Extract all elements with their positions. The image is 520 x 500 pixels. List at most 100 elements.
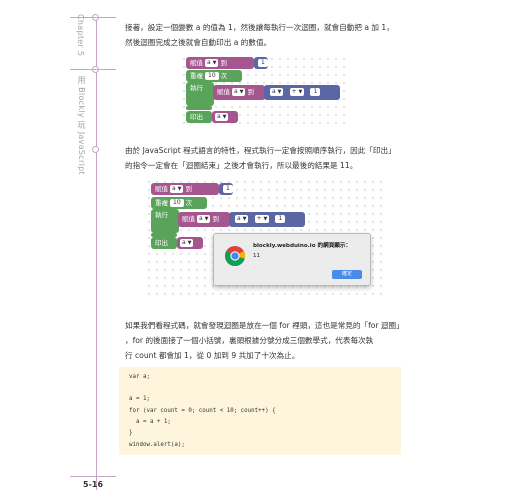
- dropdown-arrow-icon: ▼: [212, 60, 217, 66]
- times-label: 次: [185, 199, 193, 207]
- variable-name: a: [207, 59, 211, 66]
- to-label: 到: [247, 88, 254, 96]
- repeat-count-field[interactable]: 10: [205, 72, 219, 80]
- variable-dropdown[interactable]: a ▼: [197, 215, 211, 223]
- variable-dropdown[interactable]: a ▼: [235, 215, 249, 223]
- repeat-do-section: 執行: [151, 209, 179, 233]
- chapter-title: 用 Blockly 玩 JavaScript: [77, 76, 86, 175]
- code-line: }: [129, 430, 133, 436]
- repeat-label: 重複: [190, 72, 203, 80]
- increment-field[interactable]: 1: [275, 215, 286, 223]
- dropdown-arrow-icon: ▼: [298, 89, 303, 95]
- variable-name: a: [234, 88, 238, 95]
- math-arithmetic-block[interactable]: a ▼ + ▼ 1: [229, 212, 305, 227]
- paragraph-line: 接著，設定一個變數 a 的值為 1，然後讓每執行一次迴圈，就會自動把 a 加 1…: [125, 23, 394, 32]
- repeat-do-section: 執行: [186, 82, 214, 106]
- print-label: 印出: [190, 113, 203, 121]
- print-block[interactable]: 印出: [186, 111, 212, 123]
- paragraph-execution: 由於 JavaScript 程式語言的特性，程式執行一定會按照順序執行，因此「印…: [125, 143, 407, 173]
- paragraph-line: 的指令一定會在「迴圈結束」之後才會執行，所以最後的結果是 11。: [125, 161, 358, 170]
- increment-field[interactable]: 1: [310, 88, 321, 96]
- code-line: window.alert(a);: [129, 442, 185, 448]
- variable-dropdown[interactable]: a ▼: [170, 185, 184, 193]
- assign-label: 賦值: [217, 88, 230, 96]
- paragraph-line: 由於 JavaScript 程式語言的特性，程式執行一定會按照順序執行，因此「印…: [125, 146, 396, 155]
- paragraph-line: 如果我們看程式碼，就會發現迴圈是放在一個 for 裡頭，這也是常見的「for 迴…: [125, 321, 404, 330]
- dropdown-arrow-icon: ▼: [239, 89, 244, 95]
- dropdown-arrow-icon: ▼: [242, 216, 247, 222]
- variable-name: a: [199, 215, 203, 222]
- paragraph-line: ，for 的後面接了一個小括號，裏頭根據分號分成三個數學式，代表每次執: [125, 336, 374, 345]
- to-label: 到: [212, 215, 219, 223]
- dropdown-arrow-icon: ▼: [263, 216, 268, 222]
- paragraph-line: 行 count 都會加 1，從 0 加到 9 共加了十次為止。: [125, 351, 300, 360]
- ok-button[interactable]: 確定: [332, 270, 362, 279]
- number-block[interactable]: 1: [219, 183, 233, 195]
- operator-symbol: +: [256, 215, 262, 222]
- variable-getter-block[interactable]: a ▼: [212, 111, 238, 123]
- page-number: 5-16: [83, 480, 104, 489]
- do-label: 執行: [155, 211, 168, 219]
- number-field[interactable]: 1: [223, 185, 233, 193]
- sidebar-mid-rule: [70, 69, 116, 70]
- repeat-count-field[interactable]: 10: [170, 199, 184, 207]
- paragraph-line: 然後迴圈完成之後就會自動印出 a 的數值。: [125, 38, 272, 47]
- dropdown-arrow-icon: ▼: [204, 216, 209, 222]
- variable-dropdown[interactable]: a ▼: [232, 88, 246, 96]
- to-label: 到: [185, 185, 192, 193]
- dropdown-arrow-icon: ▼: [187, 240, 192, 246]
- variable-name: a: [182, 239, 186, 246]
- operator-symbol: +: [291, 88, 297, 95]
- code-line: for (var count = 0; count < 10; count++)…: [129, 408, 276, 414]
- do-label: 執行: [190, 84, 203, 92]
- repeat-bottom: [151, 233, 177, 237]
- code-line: var a;: [129, 374, 150, 380]
- sidebar-dot: [92, 146, 99, 153]
- chapter-label: Chapter 5: [76, 14, 85, 57]
- math-arithmetic-block[interactable]: a ▼ + ▼ 1: [264, 85, 340, 100]
- dropdown-arrow-icon: ▼: [277, 89, 282, 95]
- dialog-message: 11: [253, 253, 260, 259]
- sidebar-line: [96, 20, 97, 490]
- number-field[interactable]: 1: [258, 59, 268, 67]
- assign-label: 賦值: [155, 185, 168, 193]
- sidebar-top-rule: [70, 17, 116, 18]
- code-listing: var a; a = 1; for (var count = 0; count …: [119, 367, 401, 455]
- variable-dropdown[interactable]: a ▼: [270, 88, 284, 96]
- code-line: a = a + 1;: [129, 419, 171, 425]
- dropdown-arrow-icon: ▼: [177, 186, 182, 192]
- dropdown-arrow-icon: ▼: [222, 114, 227, 120]
- variable-dropdown[interactable]: a ▼: [180, 239, 194, 247]
- print-label: 印出: [155, 239, 168, 247]
- paragraph-intro: 接著，設定一個變數 a 的值為 1，然後讓每執行一次迴圈，就會自動把 a 加 1…: [125, 20, 407, 50]
- variable-dropdown[interactable]: a ▼: [205, 59, 219, 67]
- chrome-logo-icon: [225, 246, 246, 267]
- repeat-label: 重複: [155, 199, 168, 207]
- variable-name: a: [172, 185, 176, 192]
- to-label: 到: [220, 59, 227, 67]
- variable-getter-block[interactable]: a ▼: [177, 237, 203, 249]
- code-line: a = 1;: [129, 396, 150, 402]
- variable-dropdown[interactable]: a ▼: [215, 113, 229, 121]
- paragraph-for-loop: 如果我們看程式碼，就會發現迴圈是放在一個 for 裡頭，這也是常見的「for 迴…: [125, 318, 407, 363]
- variable-name: a: [272, 88, 276, 95]
- variable-name: a: [237, 215, 241, 222]
- number-block[interactable]: 1: [254, 57, 268, 69]
- operator-dropdown[interactable]: + ▼: [289, 88, 305, 96]
- repeat-bottom: [186, 106, 212, 110]
- assign-label: 賦值: [190, 59, 203, 67]
- sidebar-bottom-rule: [70, 476, 116, 477]
- assign-label: 賦值: [182, 215, 195, 223]
- times-label: 次: [220, 72, 228, 80]
- operator-dropdown[interactable]: + ▼: [254, 215, 270, 223]
- dialog-title: blockly.webduino.io 的網頁顯示：: [253, 243, 352, 249]
- print-block[interactable]: 印出: [151, 237, 177, 249]
- alert-dialog: blockly.webduino.io 的網頁顯示： 11 確定: [213, 233, 371, 286]
